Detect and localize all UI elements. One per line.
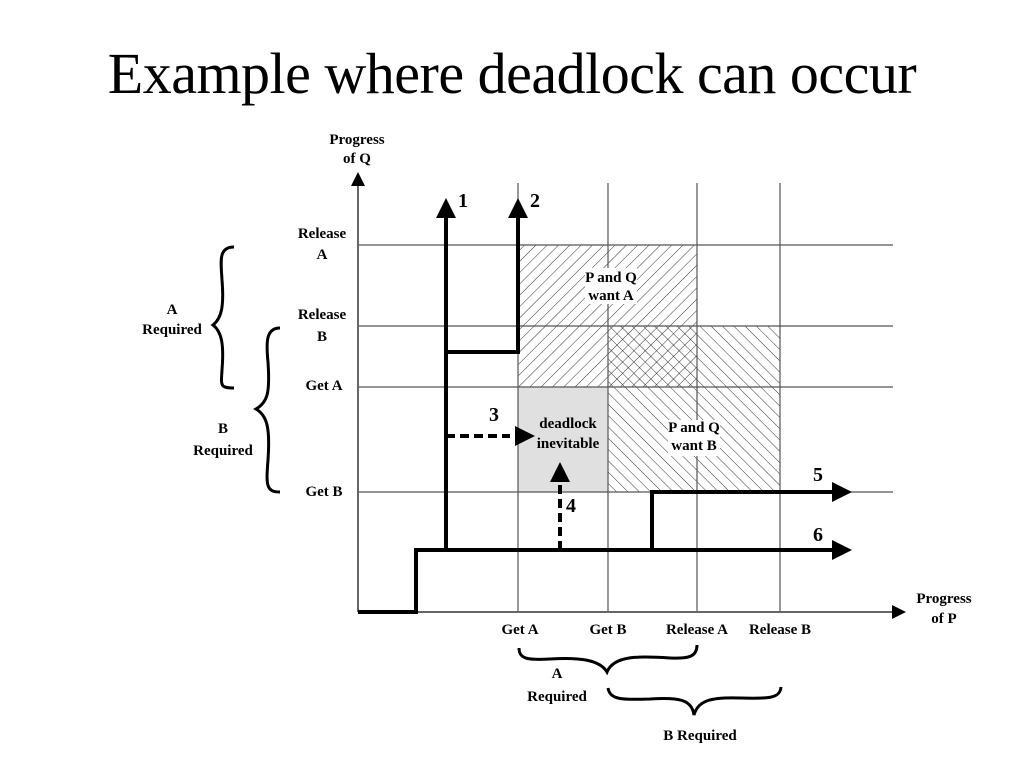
want-a-label-1: P and Q [585, 270, 637, 286]
brace-left-b-label-1: B [218, 421, 228, 437]
path-5-arrow-icon [832, 482, 852, 502]
slide-title: Example where deadlock can occur [107, 41, 917, 106]
x-axis-arrow-icon [892, 605, 906, 619]
want-a-label-2: want A [588, 288, 634, 304]
y-tick-release-b-2: B [317, 329, 327, 345]
x-tick-get-b: Get B [589, 622, 626, 638]
path-4-label: 4 [566, 495, 576, 517]
brace-bottom-a [517, 644, 699, 676]
deadlock-label-1: deadlock [539, 416, 597, 432]
brace-left-b [253, 326, 281, 494]
path-2 [446, 215, 520, 354]
path-3-arrow-icon [515, 426, 535, 446]
y-tick-release-a-2: A [317, 247, 328, 263]
path-1-label: 1 [458, 190, 468, 212]
want-b-label-1: P and Q [668, 420, 720, 436]
y-tick-get-a: Get A [305, 378, 342, 394]
path-6-label: 6 [813, 524, 823, 546]
y-axis-arrow-icon [351, 172, 365, 186]
path-6-arrow-icon [832, 540, 852, 560]
brace-bottom-b [606, 686, 783, 716]
deadlock-label-2: inevitable [537, 436, 600, 452]
brace-left-b-label-2: Required [193, 443, 253, 459]
path-3-label: 3 [489, 404, 499, 426]
x-axis-label-2: of P [931, 611, 956, 627]
y-tick-release-b-1: Release [298, 307, 347, 323]
path-2-label: 2 [530, 190, 540, 212]
x-tick-release-b: Release B [749, 622, 811, 638]
brace-bottom-a-label-2: Required [527, 689, 587, 705]
y-axis-label-2: of Q [343, 151, 371, 167]
path-1-arrow-icon [436, 198, 456, 218]
path-5 [650, 490, 836, 550]
brace-left-a [210, 245, 235, 390]
brace-left-a-label-2: Required [142, 322, 202, 338]
path-start [358, 548, 446, 614]
y-tick-get-b: Get B [305, 484, 342, 500]
path-4-arrow-icon [550, 462, 570, 482]
brace-left-a-label-1: A [167, 302, 178, 318]
x-tick-release-a: Release A [666, 622, 728, 638]
y-axis-label-1: Progress [329, 132, 384, 148]
path-2-arrow-icon [508, 198, 528, 218]
x-tick-get-a: Get A [501, 622, 538, 638]
x-axis-label-1: Progress [916, 591, 971, 607]
path-5-label: 5 [813, 464, 823, 486]
region-want-b [608, 326, 780, 492]
y-tick-release-a-1: Release [298, 226, 347, 242]
brace-bottom-b-label: B Required [663, 728, 737, 744]
brace-bottom-a-label-1: A [552, 666, 563, 682]
want-b-label-2: want B [671, 438, 716, 454]
